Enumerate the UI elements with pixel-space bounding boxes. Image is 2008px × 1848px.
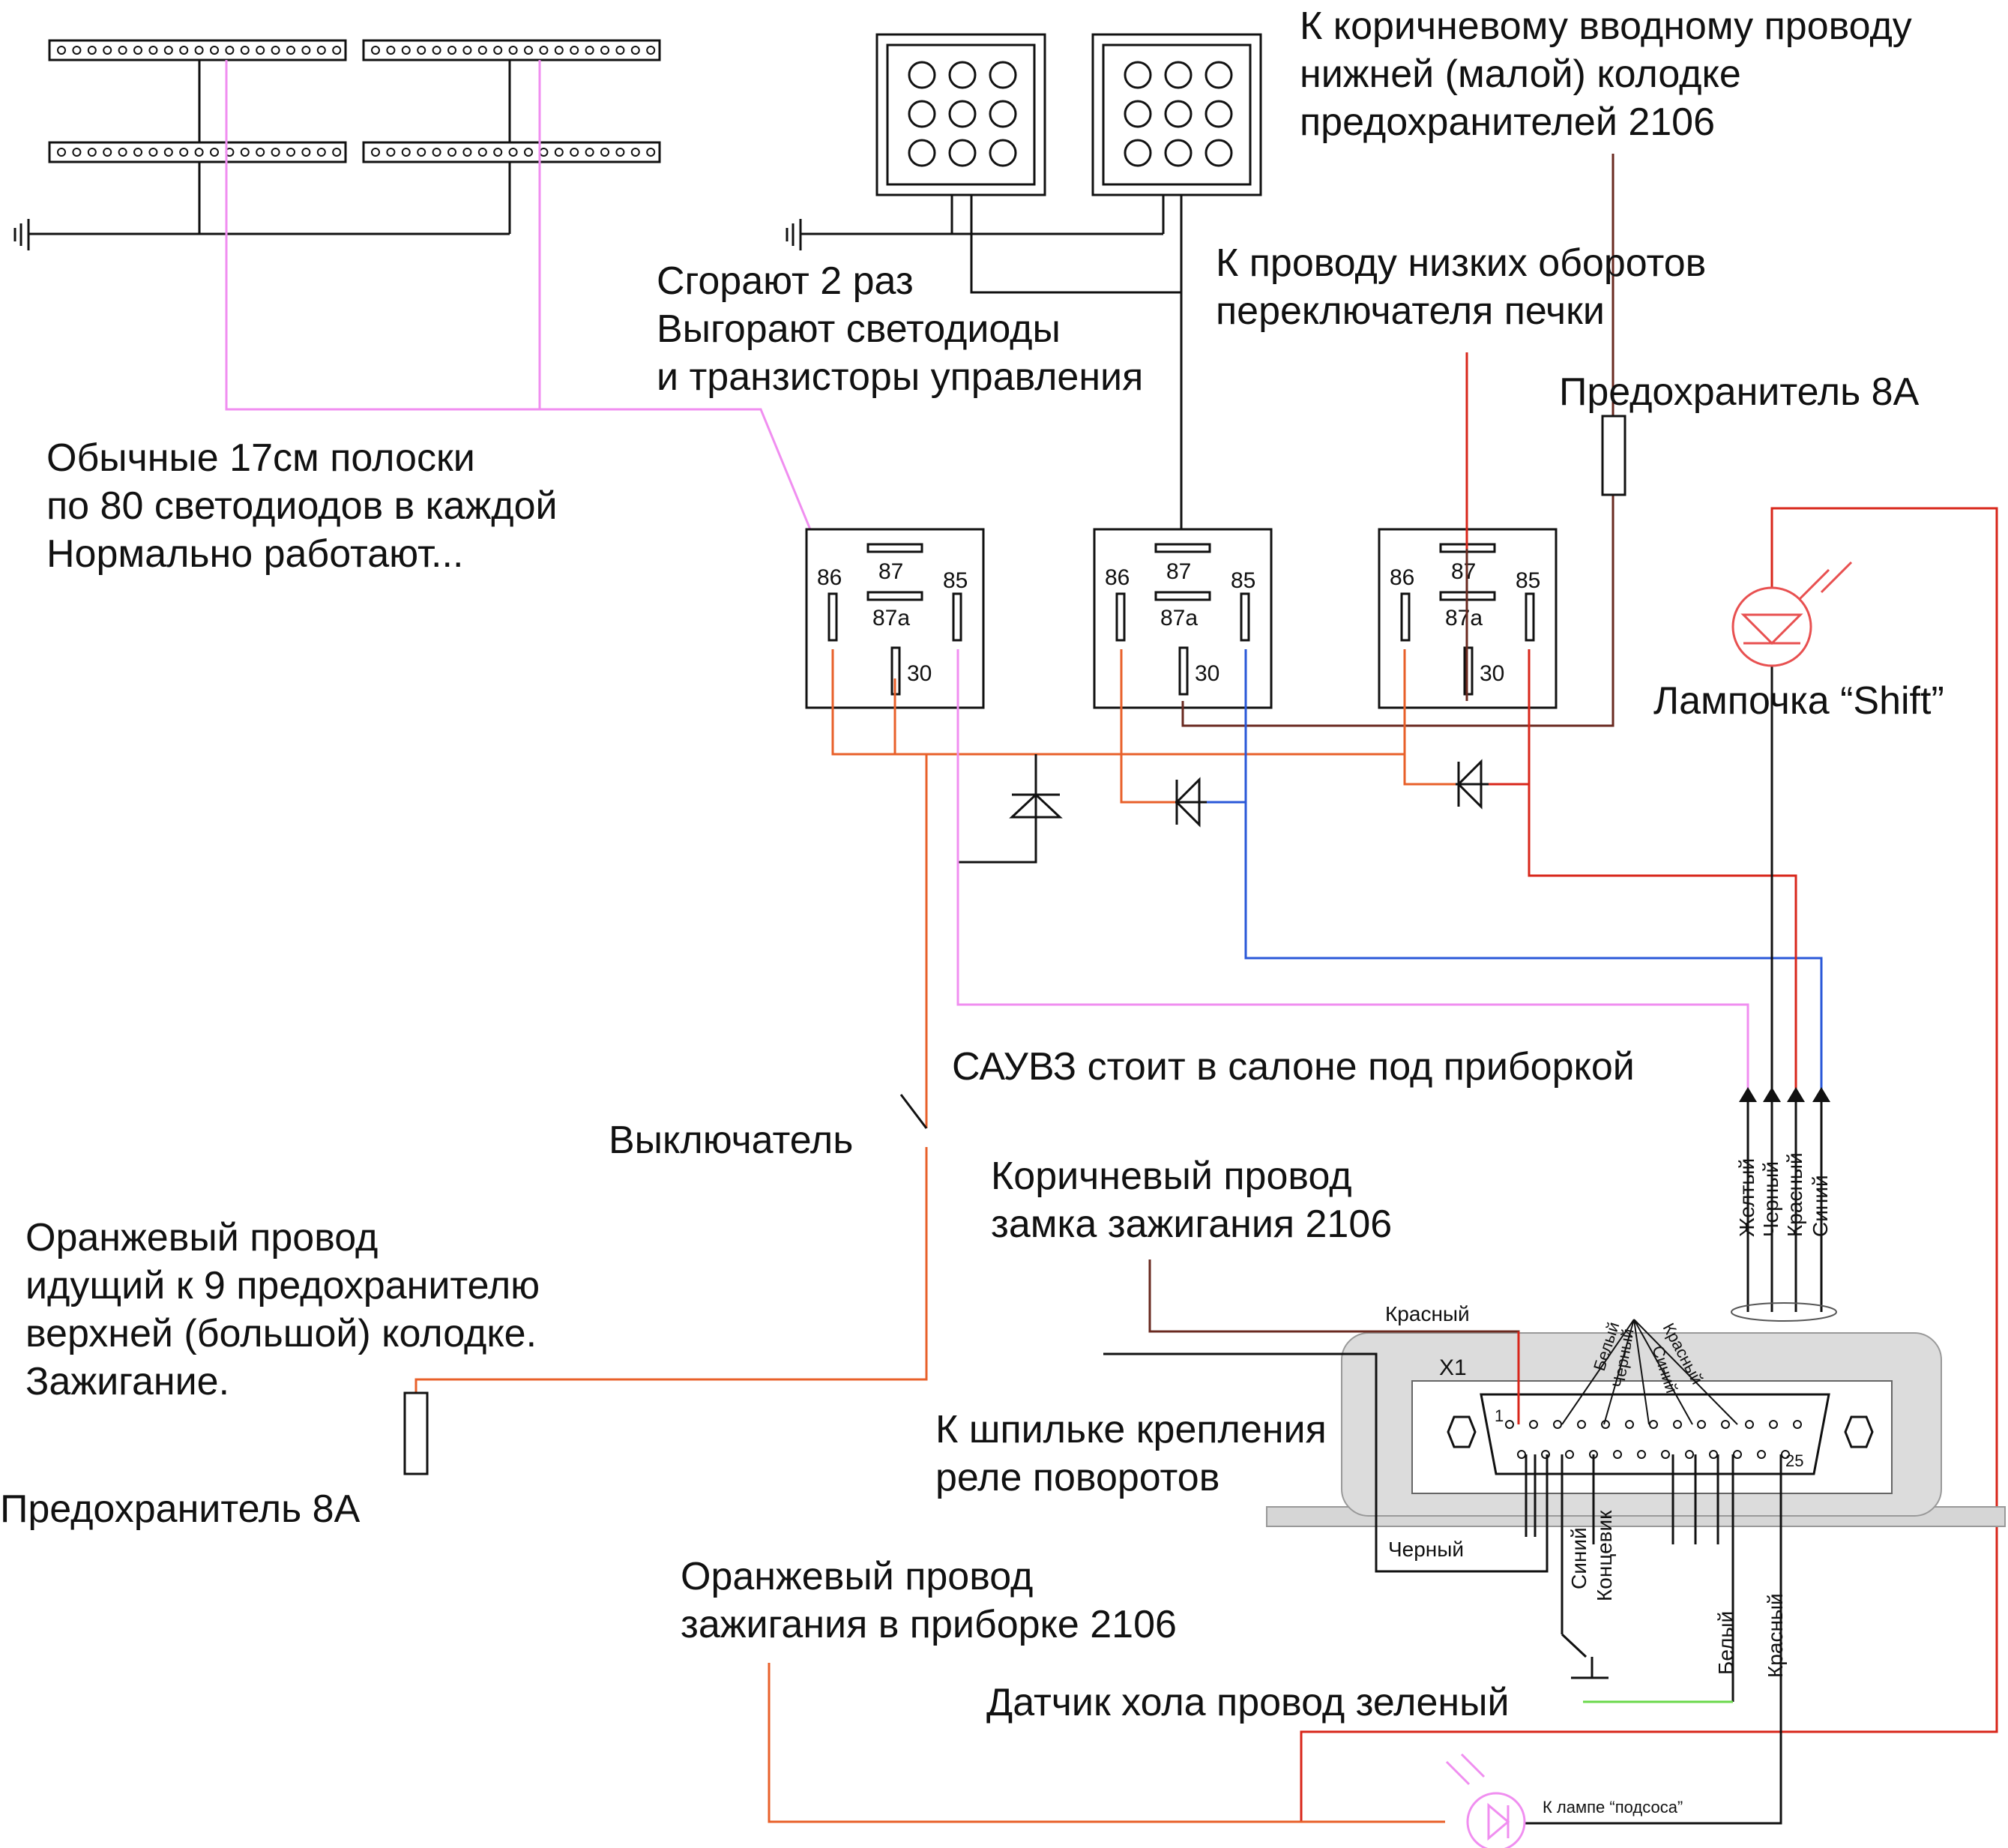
label-orange-fuse9-3: верхней (большой) колодке. — [25, 1312, 537, 1355]
pin-last: 25 — [1785, 1451, 1803, 1470]
label-turn-relay-2: реле поворотов — [935, 1456, 1219, 1499]
relay-pin-label: 87 — [1451, 559, 1476, 584]
relay-pin-label: 86 — [1105, 565, 1130, 590]
relay-pin-label: 87a — [1160, 606, 1198, 630]
relay-pin-label: 30 — [907, 661, 932, 686]
label-strips-3: Нормально работают... — [46, 532, 463, 576]
label-heater-1: К проводу низких оборотов — [1216, 241, 1706, 285]
label-turn-relay-1: К шпильке крепления — [935, 1408, 1327, 1451]
label-orange-fuse9-4: Зажигание. — [25, 1360, 229, 1403]
diode-3 — [1456, 759, 1489, 810]
label-burn-3: и транзисторы управления — [657, 355, 1143, 399]
relay-pin-label: 85 — [1231, 568, 1255, 593]
ground-icon — [786, 219, 802, 250]
led-strips — [13, 39, 839, 598]
label-orange-dash-2: зажигания в приборке 2106 — [681, 1603, 1177, 1646]
wire-color-label: Черный — [1759, 1161, 1782, 1237]
relays: 87 86 85 87a 30 87 86 85 87a 30 87 86 85 87a 30 — [805, 528, 1558, 709]
label-ignition-lock-1: Коричневый провод — [991, 1155, 1352, 1198]
shift-lamp — [1731, 561, 1853, 667]
wire-color-label: Красный — [1783, 1152, 1806, 1237]
relay-pin-label: 30 — [1480, 661, 1504, 686]
fuse-bottom — [403, 1391, 429, 1475]
label-orange-dash-1: Оранжевый провод — [681, 1555, 1033, 1598]
label-sauvz: САУВЗ стоит в салоне под приборкой — [952, 1045, 1635, 1089]
pin-first: 1 — [1495, 1406, 1504, 1425]
fuse-top — [1601, 415, 1626, 496]
label-strips-1: Обычные 17см полоски — [46, 436, 475, 480]
text-labels: К коричневому вводному проводу нижней (м… — [0, 4, 1944, 1817]
diode-2 — [1175, 777, 1207, 828]
relay-1: 87 86 85 87a 30 — [805, 528, 985, 709]
choke-lamp — [1445, 1753, 1526, 1848]
wire-color-label: Желтый — [1735, 1158, 1758, 1237]
relay-pin-label: 87 — [878, 559, 903, 584]
wire-color-label: Синий — [1567, 1527, 1591, 1589]
relay-2: 87 86 85 87a 30 — [1093, 528, 1273, 709]
wire-black-bottom: Черный — [1388, 1538, 1464, 1561]
label-hall-sensor: Датчик хола провод зеленый — [986, 1681, 1510, 1724]
wire-color-label: Красный — [1764, 1593, 1787, 1678]
relay-pin-label: 87a — [872, 606, 910, 630]
relay-pin-label: 87 — [1166, 559, 1191, 584]
label-brown-input-2: нижней (малой) колодке — [1300, 52, 1741, 96]
label-switch: Выключатель — [609, 1119, 853, 1162]
label-ignition-lock-2: замка зажигания 2106 — [991, 1203, 1392, 1246]
arrow-heads — [1739, 1087, 1830, 1312]
relay-pin-label: 86 — [1390, 565, 1414, 590]
label-fuse-top: Предохранитель 8А — [1559, 370, 1920, 414]
relay-pin-label: 30 — [1195, 661, 1219, 686]
label-brown-input-3: предохранителей 2106 — [1300, 100, 1715, 144]
label-choke-lamp: К лампе “подсоса” — [1543, 1798, 1683, 1817]
label-burn-2: Выгорают светодиоды — [657, 307, 1061, 351]
label-fuse-bottom: Предохранитель 8А — [0, 1487, 361, 1531]
label-brown-input-1: К коричневому вводному проводу — [1300, 4, 1912, 48]
label-shift-lamp: Лампочка “Shift” — [1653, 679, 1944, 723]
label-strips-2: по 80 светодиодов в каждой — [46, 484, 558, 528]
wire-red-top: Красный — [1385, 1302, 1470, 1325]
relay-pin-label: 85 — [1516, 568, 1540, 593]
connector-name: X1 — [1439, 1355, 1467, 1380]
led-lamps — [786, 33, 1262, 532]
relay-pin-label: 85 — [943, 568, 968, 593]
ground-icon — [13, 219, 30, 250]
label-orange-fuse9-1: Оранжевый провод — [25, 1216, 378, 1259]
label-heater-2: переключателя печки — [1216, 289, 1605, 333]
diode-1 — [1009, 780, 1063, 819]
wire-color-label: Синий — [1809, 1175, 1832, 1237]
wire-color-label: Концевик — [1593, 1510, 1616, 1601]
relay-pin-label: 87a — [1445, 606, 1483, 630]
sauvz-unit — [1266, 1302, 2006, 1527]
label-burn-1: Сгорают 2 раз — [657, 259, 914, 303]
relay-pin-label: 86 — [817, 565, 842, 590]
label-orange-fuse9-2: идущий к 9 предохранителю — [25, 1264, 540, 1307]
wire-color-label: Белый — [1714, 1611, 1737, 1675]
